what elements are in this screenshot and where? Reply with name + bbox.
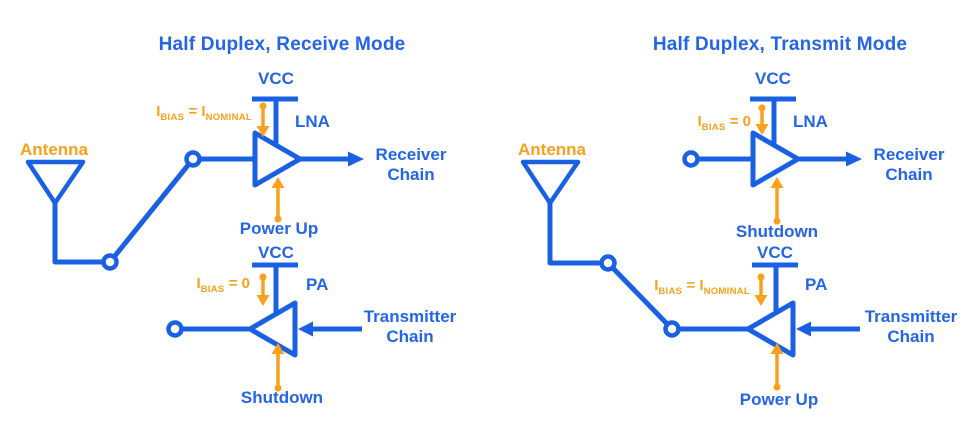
pa-amplifier-icon	[247, 300, 298, 358]
lna-vcc-label: VCC	[755, 69, 791, 88]
chain-line1: Transmitter	[864, 307, 958, 326]
bias-symbol: I	[156, 103, 161, 120]
bias-symbol: I	[697, 113, 702, 130]
pa-arrowhead	[298, 321, 313, 337]
bias-symbol: I	[654, 277, 659, 294]
switch-arm	[605, 260, 675, 332]
receive-mode-current-arrows	[256, 102, 285, 392]
lna-name-label: LNA	[793, 112, 828, 131]
pa-name-label: PA	[306, 275, 329, 294]
chain-line1: Receiver	[873, 145, 945, 164]
bias-subscript: BIAS	[658, 286, 683, 297]
pa-arrowhead	[796, 321, 811, 337]
chain-line2: Chain	[885, 165, 933, 184]
shutdown-arrowhead-up	[770, 177, 784, 188]
transmit-mode-title: Half Duplex, Transmit Mode	[652, 34, 908, 55]
antenna-label: Antenna	[518, 140, 586, 159]
bias-symbol: I	[196, 275, 201, 292]
chain-line1: Receiver	[375, 145, 447, 164]
switch-pa-node	[166, 320, 184, 338]
antenna-icon	[520, 159, 581, 206]
transmit-mode-current-arrows	[754, 104, 784, 391]
switch-common-node	[101, 253, 119, 271]
switch-lna-node	[184, 150, 202, 168]
pa-vcc-label: VCC	[757, 243, 793, 262]
switch-pa-node	[663, 320, 681, 338]
lna-vcc-label: VCC	[258, 69, 294, 88]
chain-line2: Chain	[386, 327, 434, 346]
pa-name-label: PA	[805, 275, 828, 294]
bias-subscript: BIAS	[200, 284, 225, 295]
lna-control-label: Shutdown	[735, 222, 819, 241]
lna-name-label: LNA	[295, 112, 330, 131]
switch-lna-node	[682, 150, 700, 168]
pa-control-label: Power Up	[739, 390, 819, 409]
bias-symbol: I	[201, 103, 206, 120]
receiver-arrowhead	[846, 151, 862, 167]
pa-control-label: Shutdown	[240, 388, 324, 407]
lna-control-label: Power Up	[239, 219, 319, 238]
pa-bias-label: IBIAS = 0	[160, 274, 250, 296]
chain-line2: Chain	[887, 327, 935, 346]
switch-arm	[107, 156, 196, 265]
switch-common-node	[599, 254, 617, 272]
transmit-mode-circuit	[520, 96, 862, 358]
lna-bias-arrowhead-down	[256, 126, 270, 137]
power-up-arrowhead-up	[271, 177, 285, 188]
lna-bias-label: IBIAS = INOMINAL	[140, 102, 252, 124]
bias-subscript: BIAS	[160, 112, 185, 123]
receive-mode-title: Half Duplex, Receive Mode	[158, 34, 406, 55]
bias-equals: =	[184, 103, 202, 120]
antenna-icon	[25, 159, 86, 206]
antenna-wire	[547, 201, 608, 266]
bias-equals: = 0	[725, 113, 751, 130]
receive-mode-circuit	[25, 96, 364, 358]
antenna-label: Antenna	[20, 140, 88, 159]
antenna-wire	[52, 201, 110, 265]
power-up-arrowhead-up	[770, 343, 784, 354]
bias-subscript: BIAS	[701, 122, 726, 133]
pa-amplifier-icon	[745, 300, 796, 358]
bias-subscript: NOMINAL	[703, 286, 750, 297]
shutdown-arrowhead-up	[271, 343, 285, 354]
lna-bias-label: IBIAS = 0	[659, 112, 751, 134]
bias-equals: = 0	[224, 275, 250, 292]
chain-line1: Transmitter	[363, 307, 457, 326]
pa-vcc-label: VCC	[258, 243, 294, 262]
chain-line2: Chain	[387, 165, 435, 184]
bias-equals: =	[682, 277, 700, 294]
receiver-arrowhead	[348, 151, 364, 167]
pa-bias-label: IBIAS = INOMINAL	[650, 276, 750, 298]
pa-bias-arrowhead-down	[256, 295, 270, 306]
pa-bias-arrowhead-down	[754, 295, 768, 306]
bias-symbol: I	[699, 277, 704, 294]
lna-bias-arrowhead-down	[755, 124, 769, 135]
bias-subscript: NOMINAL	[205, 112, 252, 123]
